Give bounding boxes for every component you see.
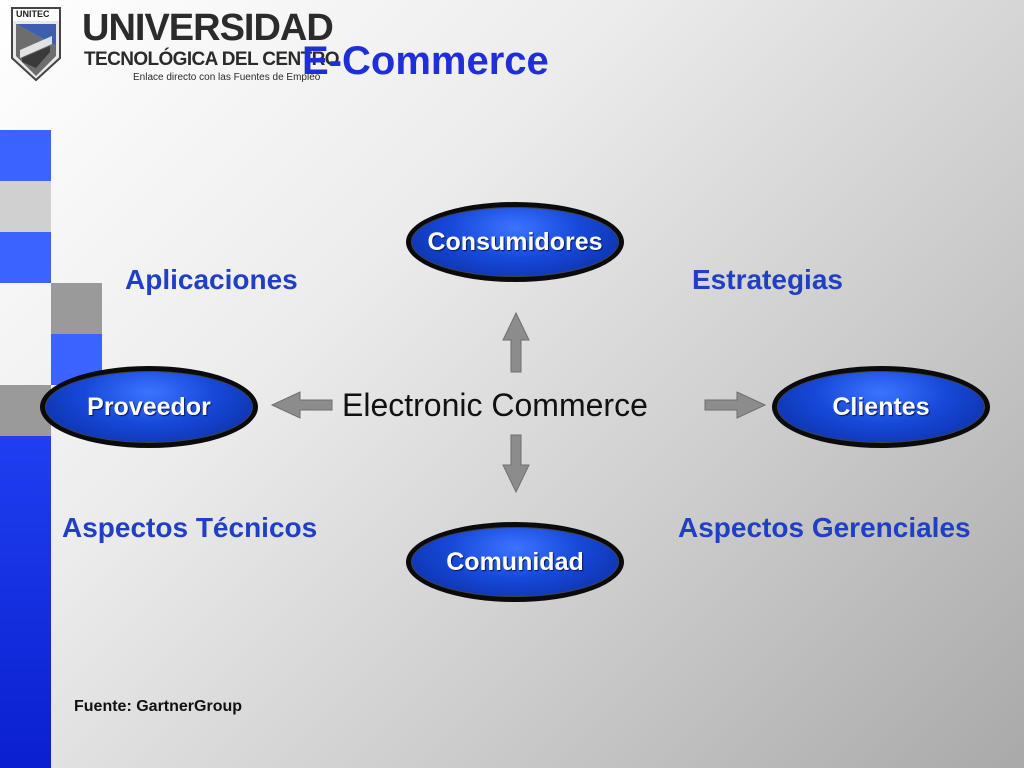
arrow-down-icon: [502, 434, 530, 494]
university-logo: UNITEC UNIVERSIDAD TECNOLÓGICA DEL CENTR…: [10, 6, 340, 90]
logo-line-tecnologica: TECNOLÓGICA DEL CENTRO: [84, 49, 340, 70]
node-label: Consumidores: [427, 227, 603, 256]
label-aspectos-tecnicos: Aspectos Técnicos: [62, 512, 318, 543]
logo-badge-text: UNITEC: [16, 9, 50, 19]
arrow-left-icon: [270, 391, 333, 419]
logo-tagline: Enlace directo con las Fuentes de Empleo: [133, 72, 321, 83]
bar-block: [0, 130, 51, 181]
node-label: Clientes: [832, 392, 930, 421]
node-label: Comunidad: [446, 547, 584, 576]
slide-title: E-Commerce: [302, 39, 549, 83]
node-proveedor: Proveedor: [40, 366, 258, 448]
shield-emblem-icon: [11, 7, 61, 82]
logo-line-universidad: UNIVERSIDAD: [82, 7, 334, 49]
label-estrategias: Estrategias: [692, 264, 843, 295]
source-note: Fuente: GartnerGroup: [74, 698, 243, 715]
arrow-right-icon: [704, 391, 767, 419]
node-comunidad: Comunidad: [406, 522, 624, 602]
bar-block: [0, 181, 51, 232]
node-label: Proveedor: [87, 392, 211, 421]
arrow-up-icon: [502, 311, 530, 373]
bar-block: [0, 436, 51, 768]
bar-block: [0, 232, 51, 283]
bar-block: [51, 283, 102, 334]
label-aplicaciones: Aplicaciones: [125, 264, 298, 295]
center-label: Electronic Commerce: [342, 387, 648, 423]
node-consumidores: Consumidores: [406, 202, 624, 282]
node-clientes: Clientes: [772, 366, 990, 448]
label-aspectos-gerenciales: Aspectos Gerenciales: [678, 512, 971, 543]
